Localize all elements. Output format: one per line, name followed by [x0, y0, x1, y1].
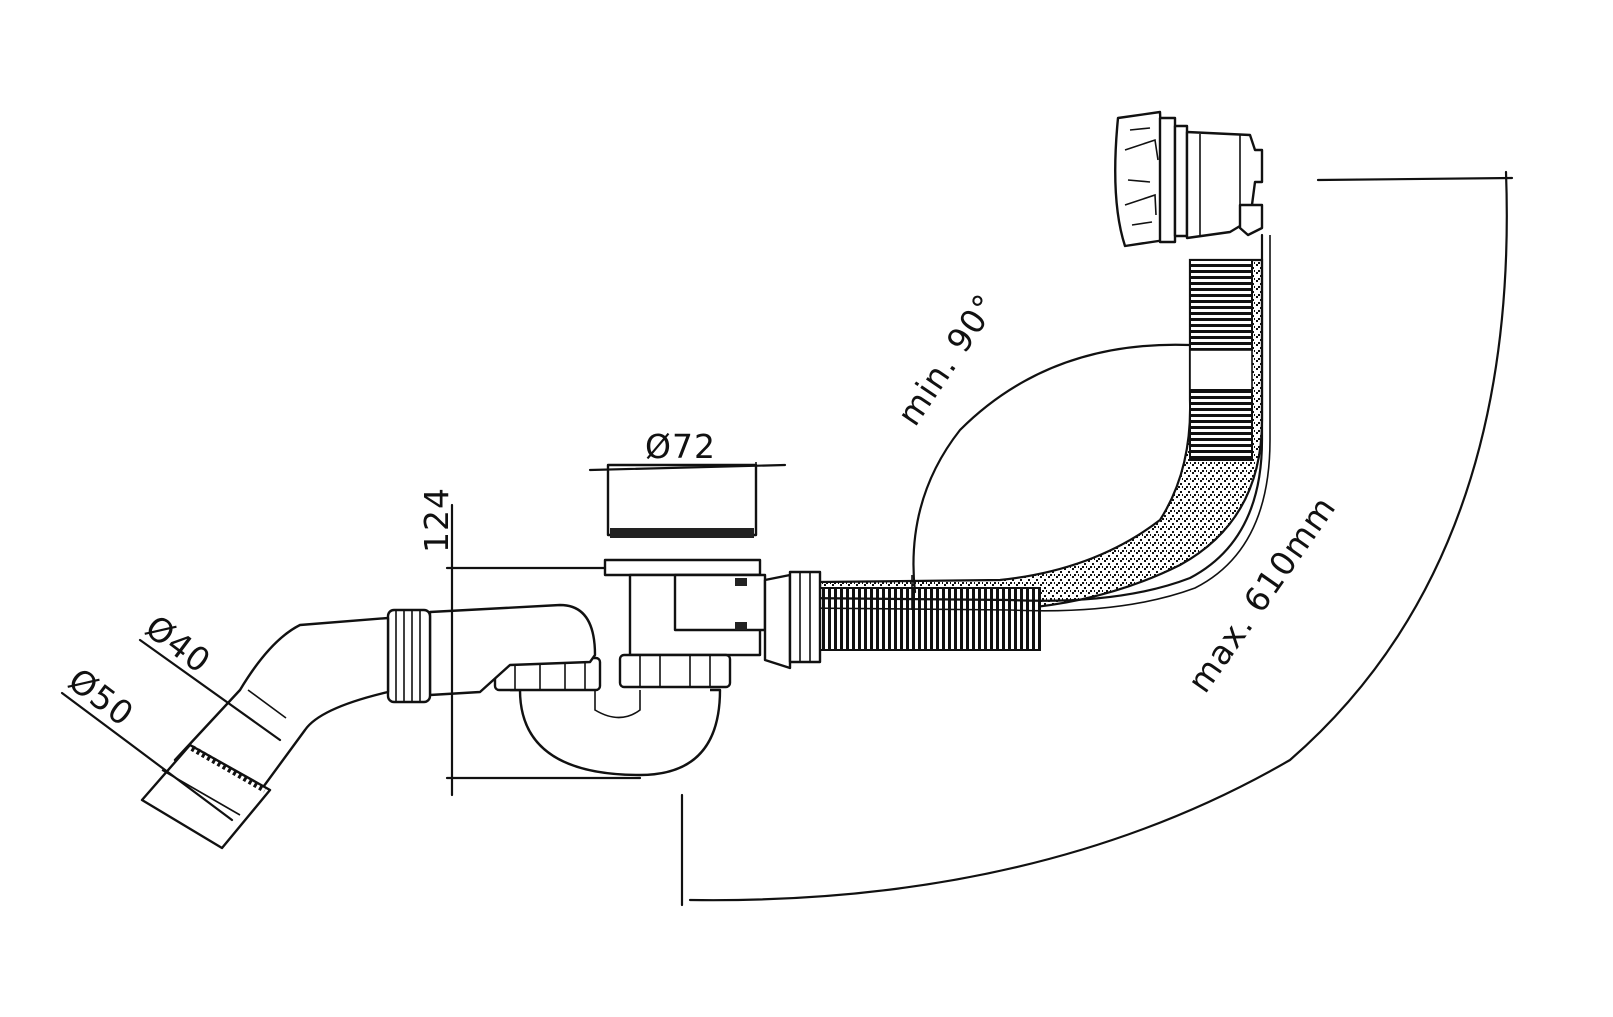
drain-valve: [603, 463, 822, 689]
height-124-label: 124: [417, 487, 456, 553]
length-dimension: max. 610mm: [680, 170, 1514, 907]
corrugated-hose: [798, 233, 1271, 651]
height-124-dimension: 124: [417, 487, 642, 797]
outlet-pipe: [140, 603, 597, 850]
diameter-40-label: Ø40: [138, 607, 218, 681]
trap: [493, 656, 722, 777]
diameter-72-dimension: Ø72: [588, 427, 787, 480]
min-angle-label: min. 90°: [889, 287, 1005, 433]
overflow-head: [1114, 110, 1264, 248]
diameter-72-label: Ø72: [645, 427, 716, 466]
